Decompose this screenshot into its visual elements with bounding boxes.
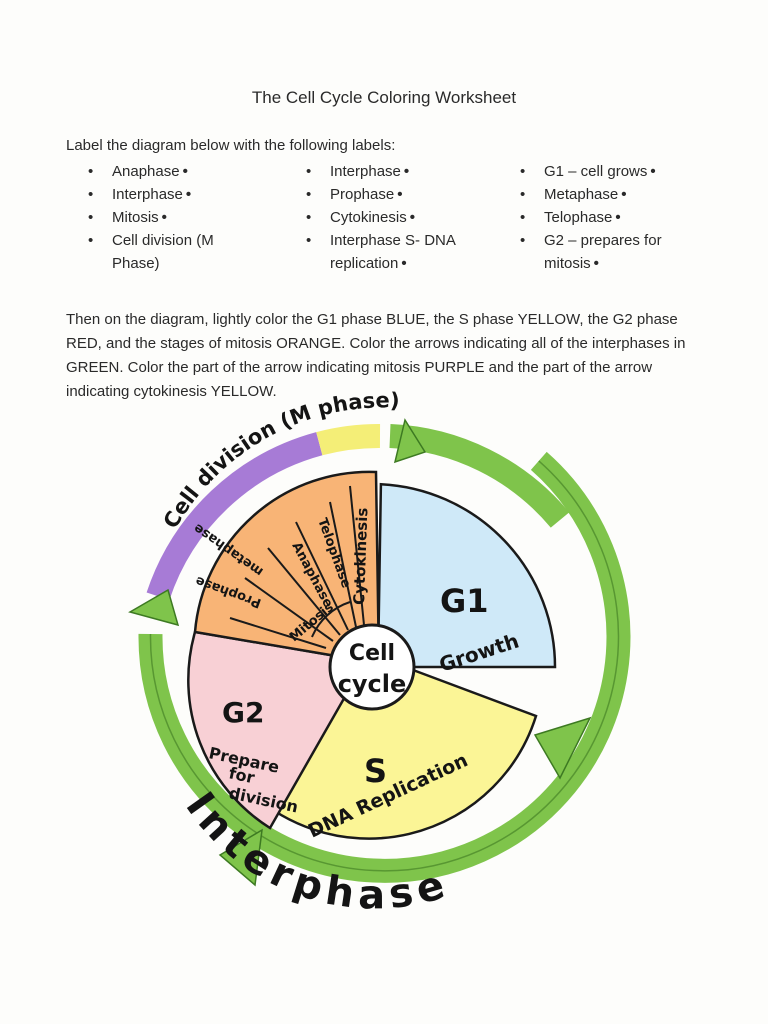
page-title: The Cell Cycle Coloring Worksheet bbox=[251, 88, 517, 107]
center-label-cycle: cycle bbox=[338, 670, 407, 698]
center-label-cell: Cell bbox=[349, 641, 395, 666]
cell-cycle-diagram: Cell cycle G1 Growth S DNA Replication G… bbox=[128, 388, 631, 918]
list-item: Interphase• bbox=[86, 183, 256, 206]
dot-marker-icon: • bbox=[650, 163, 656, 180]
label-text: G1 – cell grows bbox=[544, 163, 648, 180]
arrowhead-left bbox=[128, 588, 180, 627]
label-text: Cell division (M Phase) bbox=[112, 232, 214, 272]
dot-marker-icon: • bbox=[401, 255, 407, 272]
purple-arrow-segment bbox=[146, 432, 323, 601]
dot-marker-icon: • bbox=[593, 255, 599, 272]
label-text: Interphase S- DNA replication bbox=[330, 232, 456, 272]
list-item: Telophase• bbox=[518, 206, 688, 229]
arrowhead-bottom bbox=[218, 828, 263, 887]
yellow-arrow-segment bbox=[316, 423, 381, 456]
dot-marker-icon: • bbox=[621, 186, 627, 203]
list-item: Cytokinesis• bbox=[304, 206, 484, 229]
g2-for-label: for bbox=[227, 763, 256, 787]
g1-label: G1 bbox=[440, 582, 489, 620]
list-item: G1 – cell grows• bbox=[518, 160, 688, 183]
label-text: G2 – prepares for mitosis bbox=[544, 232, 662, 272]
arrowhead-right bbox=[533, 716, 592, 780]
list-item: Interphase S- DNA replication• bbox=[304, 229, 484, 275]
list-item: Mitosis• bbox=[86, 206, 256, 229]
label-text: Prophase bbox=[330, 186, 395, 203]
list-item: Metaphase• bbox=[518, 183, 688, 206]
arrowhead-top bbox=[393, 418, 427, 464]
dot-marker-icon: • bbox=[161, 209, 167, 226]
s-label: S bbox=[364, 752, 387, 790]
dot-marker-icon: • bbox=[182, 163, 188, 180]
dot-marker-icon: • bbox=[403, 163, 410, 180]
center-circle bbox=[328, 623, 416, 711]
outer-arrow-ring bbox=[128, 418, 631, 887]
g2-label: G2 bbox=[222, 696, 264, 729]
list-item: G2 – prepares for mitosis• bbox=[518, 229, 688, 275]
cytokinesis-label: Cytokinesis bbox=[350, 507, 371, 605]
label-list-column-1: Anaphase• Interphase• Mitosis• Cell divi… bbox=[86, 160, 256, 275]
list-item: Anaphase• bbox=[86, 160, 256, 183]
label-text: Metaphase bbox=[544, 186, 619, 203]
label-text: Interphase bbox=[330, 163, 401, 180]
label-text: Anaphase bbox=[112, 163, 180, 180]
label-list-column-3: G1 – cell grows• Metaphase• Telophase• G… bbox=[518, 160, 688, 275]
label-text: Mitosis bbox=[112, 209, 159, 226]
instructions-intro: Label the diagram below with the followi… bbox=[66, 137, 396, 154]
mitosis-dividers bbox=[229, 485, 365, 649]
coloring-instructions: Then on the diagram, lightly color the G… bbox=[66, 311, 686, 400]
label-list-column-2: Interphase• Prophase• Cytokinesis• Inter… bbox=[304, 160, 484, 275]
list-item: Interphase• bbox=[304, 160, 484, 183]
dot-marker-icon: • bbox=[397, 186, 403, 203]
label-text: Telophase bbox=[544, 209, 613, 226]
dot-marker-icon: • bbox=[185, 186, 192, 203]
dot-marker-icon: • bbox=[409, 209, 415, 226]
list-item: Cell division (M Phase) bbox=[86, 229, 256, 275]
label-text: Cytokinesis bbox=[330, 209, 407, 226]
dot-marker-icon: • bbox=[615, 209, 621, 226]
label-text: Interphase bbox=[112, 186, 183, 203]
list-item: Prophase• bbox=[304, 183, 484, 206]
